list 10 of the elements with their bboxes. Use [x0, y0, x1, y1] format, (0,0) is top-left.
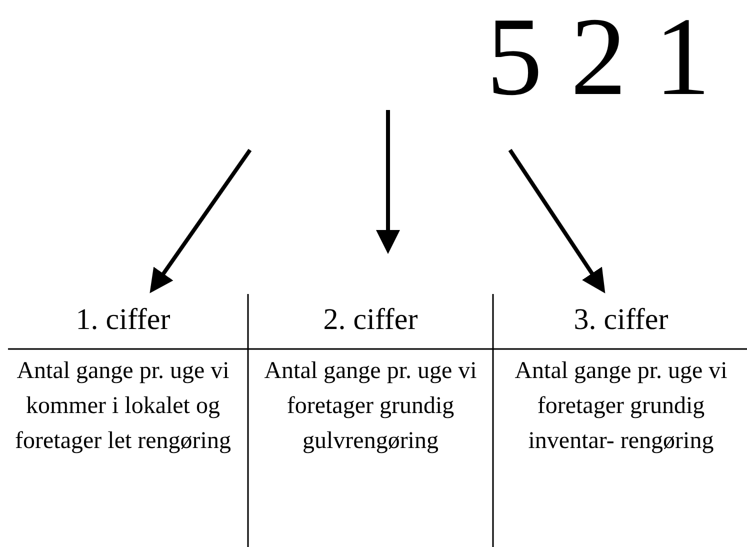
arrow: [508, 148, 606, 294]
column-description: Antal gange pr. uge vi foretager grundig gulvrengøring: [263, 357, 478, 456]
arrow: [376, 110, 400, 254]
column-description: Antal gange pr. uge vi foretager grundig inventar- rengøring: [514, 357, 728, 456]
column-header: 2. ciffer: [323, 302, 418, 338]
arrow: [150, 148, 252, 294]
column-header: 1. ciffer: [76, 302, 170, 338]
column-header: 3. ciffer: [574, 302, 668, 338]
number-label: 5 2 1: [486, 0, 712, 121]
column-description: Antal gange pr. uge vi kommer i lokalet og foretager let rengøring: [14, 357, 232, 456]
